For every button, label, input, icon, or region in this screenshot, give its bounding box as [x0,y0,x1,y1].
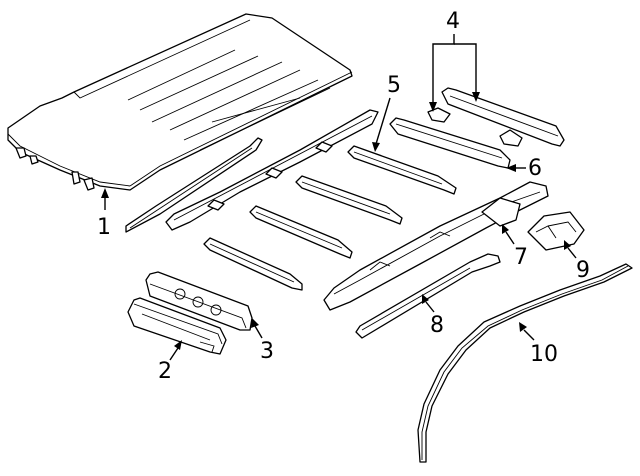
bracket [527,211,585,251]
callout-9: 9 [564,240,590,283]
callout-3-label: 3 [260,339,274,364]
callout-5-label: 5 [387,73,401,98]
callout-10: 10 [519,322,558,367]
callout-8: 8 [422,294,444,338]
callout-5: 5 [372,73,401,152]
small-bracket-left [427,107,451,123]
callout-6-label: 6 [528,156,542,181]
callout-6: 6 [506,156,542,181]
roof-weatherstrip [417,263,633,463]
callout-4: 4 [429,9,480,112]
callout-4-label: 4 [446,9,460,34]
callout-7-label: 7 [514,245,528,270]
left-roof-rail-outer [165,109,379,231]
callout-2-label: 2 [158,359,172,384]
callout-8-label: 8 [430,313,444,338]
callout-9-label: 9 [576,258,590,283]
roof-bow-3 [295,175,403,225]
rear-header [389,117,511,169]
callout-10-label: 10 [530,342,558,367]
callout-1: 1 [97,188,111,240]
callout-7: 7 [502,224,528,270]
roof-bow-2 [249,205,353,259]
roof-bow-4 [347,145,457,195]
rear-reinforcement [441,87,565,147]
right-roof-rail [323,181,549,311]
small-bracket-right [499,129,523,147]
roof-bow-1 [203,237,303,291]
front-header-lower [127,297,227,355]
callout-1-label: 1 [97,215,111,240]
left-roof-rail-inner [125,137,263,233]
callout-2: 2 [158,340,182,384]
roof-panel [7,13,353,191]
callout-3: 3 [251,318,274,364]
drip-rail [355,253,501,339]
